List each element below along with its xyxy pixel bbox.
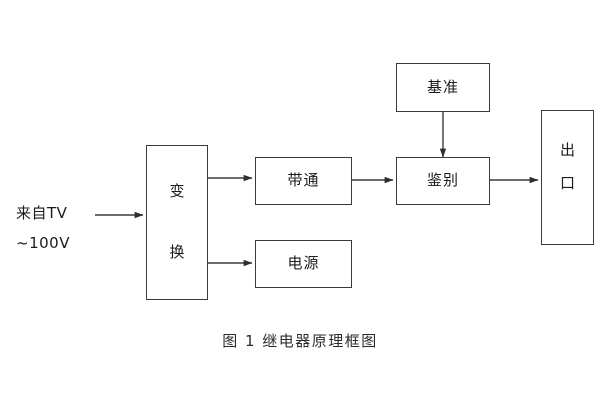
block-converter-char1: 变 [169, 182, 185, 200]
block-power-supply[interactable]: 电源 [255, 240, 352, 288]
block-power-supply-label: 电源 [287, 254, 320, 273]
block-reference[interactable]: 基准 [396, 63, 490, 112]
block-converter[interactable]: 变 换 [146, 145, 208, 300]
block-converter-char2: 换 [169, 243, 185, 262]
source-label-line1: 来自TV [16, 204, 68, 222]
source-label-line2: ~100V [16, 234, 70, 252]
figure-caption: 图 1 继电器原理框图 [222, 332, 378, 350]
block-discriminator[interactable]: 鉴别 [396, 157, 490, 205]
block-bandpass-label: 带通 [287, 171, 320, 190]
block-output-char1: 出 [559, 141, 575, 159]
block-discriminator-label: 鉴别 [426, 171, 459, 190]
block-output[interactable]: 出 口 [541, 110, 594, 245]
block-reference-label: 基准 [426, 77, 459, 96]
block-output-char2: 口 [559, 174, 575, 193]
block-bandpass[interactable]: 带通 [255, 157, 352, 205]
source-label: 来自TV ~100V [16, 198, 70, 258]
